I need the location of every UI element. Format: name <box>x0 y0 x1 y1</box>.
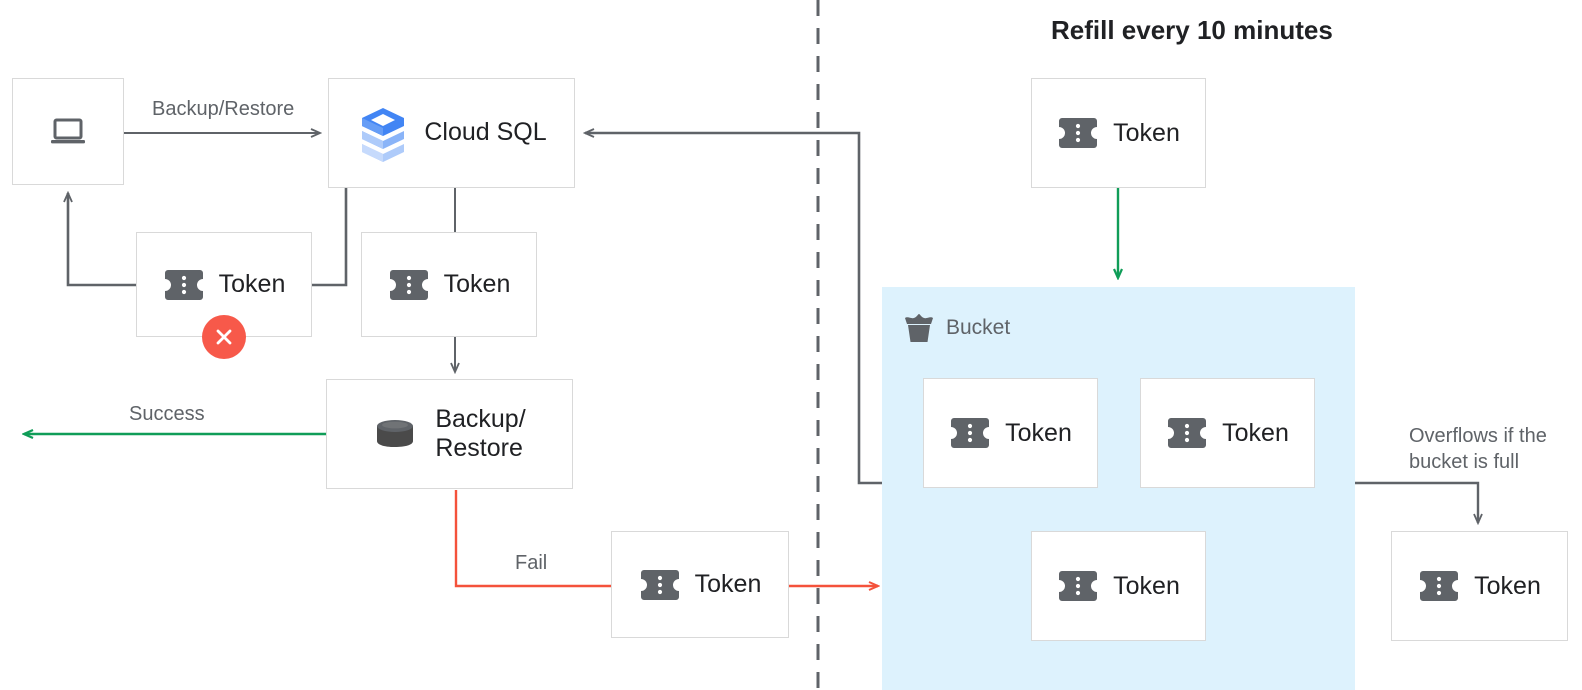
bucket-label: Bucket <box>946 316 1011 339</box>
node-token-refill-label: Token <box>1113 118 1180 147</box>
node-token-bucket-3[interactable]: Token <box>1031 531 1206 641</box>
token-icon <box>949 416 991 450</box>
node-token-refill[interactable]: Token <box>1031 78 1206 188</box>
cloud-sql-icon <box>356 104 410 162</box>
bucket-icon <box>902 312 936 344</box>
edge-label-fail: Fail <box>515 552 548 574</box>
node-token-bucket-2[interactable]: Token <box>1140 378 1315 488</box>
bucket-header: Bucket <box>902 312 1010 344</box>
edge-fail <box>454 490 611 588</box>
node-client[interactable] <box>12 78 124 185</box>
edge-cloudsql-to-token-client <box>312 188 348 287</box>
edge-bucket-to-cloudsql <box>585 133 882 485</box>
token-icon <box>639 568 681 602</box>
token-icon <box>1057 116 1099 150</box>
node-token-cloudsql[interactable]: Token <box>361 232 537 337</box>
edge-token-client-to-client <box>68 193 136 287</box>
page-title: Refill every 10 minutes <box>1051 15 1333 45</box>
token-icon <box>1166 416 1208 450</box>
token-icon <box>388 268 430 302</box>
node-token-bucket-1[interactable]: Token <box>923 378 1098 488</box>
node-token-bucket-2-label: Token <box>1222 418 1289 447</box>
node-token-overflow[interactable]: Token <box>1391 531 1568 641</box>
node-backup-restore-label: Backup/ Restore <box>435 404 526 463</box>
node-backup-restore[interactable]: Backup/ Restore <box>326 379 573 489</box>
node-token-cloudsql-label: Token <box>443 270 511 298</box>
node-token-overflow-label: Token <box>1474 571 1541 600</box>
node-token-fail[interactable]: Token <box>611 531 789 638</box>
node-token-client-label: Token <box>218 270 286 298</box>
token-icon <box>1057 569 1099 603</box>
token-icon <box>1418 569 1460 603</box>
node-cloud-sql-label: Cloud SQL <box>424 118 547 147</box>
token-icon <box>163 268 205 302</box>
node-token-fail-label: Token <box>694 570 762 598</box>
node-token-bucket-1-label: Token <box>1005 418 1072 447</box>
edge-overflow <box>1355 481 1478 523</box>
close-icon <box>216 329 232 345</box>
database-icon <box>373 416 417 452</box>
node-cloud-sql[interactable]: Cloud SQL <box>328 78 575 188</box>
edge-label-success: Success <box>129 403 205 425</box>
laptop-icon <box>48 115 88 149</box>
error-badge <box>202 315 246 359</box>
node-token-bucket-3-label: Token <box>1113 571 1180 600</box>
edge-label-backup-restore: Backup/Restore <box>152 98 295 120</box>
edge-label-overflow: Overflows if the bucket is full <box>1409 425 1547 473</box>
